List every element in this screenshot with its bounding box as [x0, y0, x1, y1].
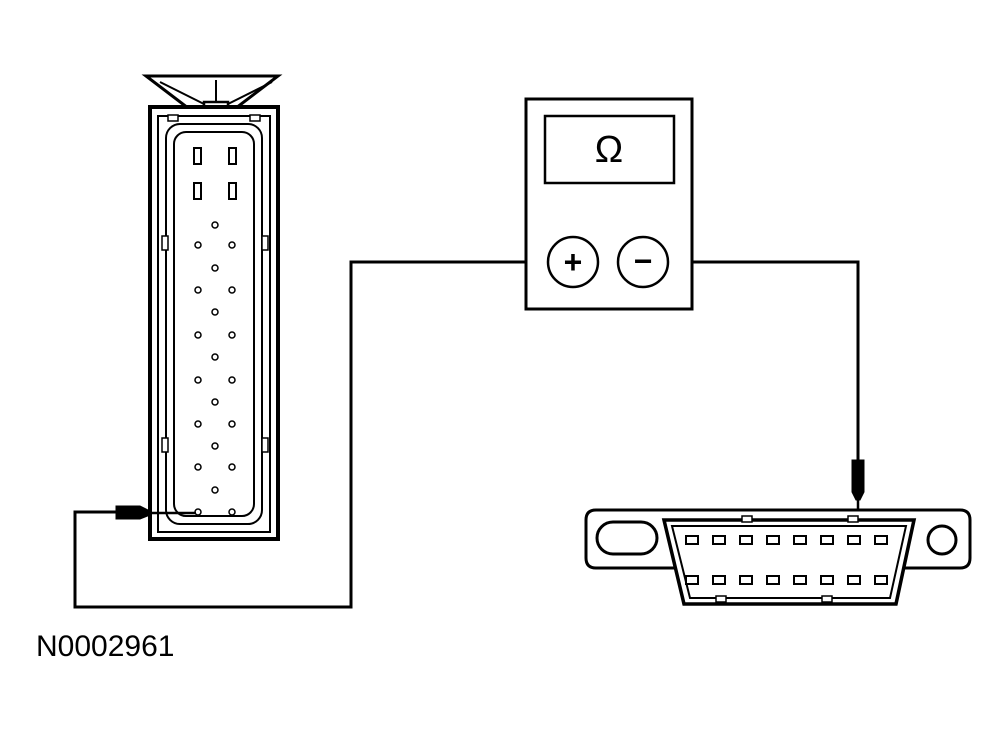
test-leads [73, 260, 860, 609]
positive-sign: + [564, 244, 583, 280]
pin-holes [194, 221, 236, 516]
multi-pin-connector [141, 74, 283, 541]
negative-sign: − [634, 243, 653, 279]
dlc-pins [685, 535, 888, 585]
figure-reference-number: N0002961 [36, 630, 175, 663]
data-link-connector [584, 508, 972, 606]
back-probe [115, 505, 196, 520]
negative-terminal [616, 235, 670, 289]
power-terminals [193, 147, 237, 200]
ohmmeter-display [543, 114, 676, 185]
negative-test-lead [668, 260, 860, 462]
ohm-symbol: Ω [595, 129, 623, 171]
ohmmeter: Ω + − [524, 97, 694, 311]
positive-terminal [546, 235, 600, 289]
positive-test-lead [73, 260, 548, 609]
mounting-hole [926, 524, 958, 556]
mounting-slot [595, 520, 659, 556]
